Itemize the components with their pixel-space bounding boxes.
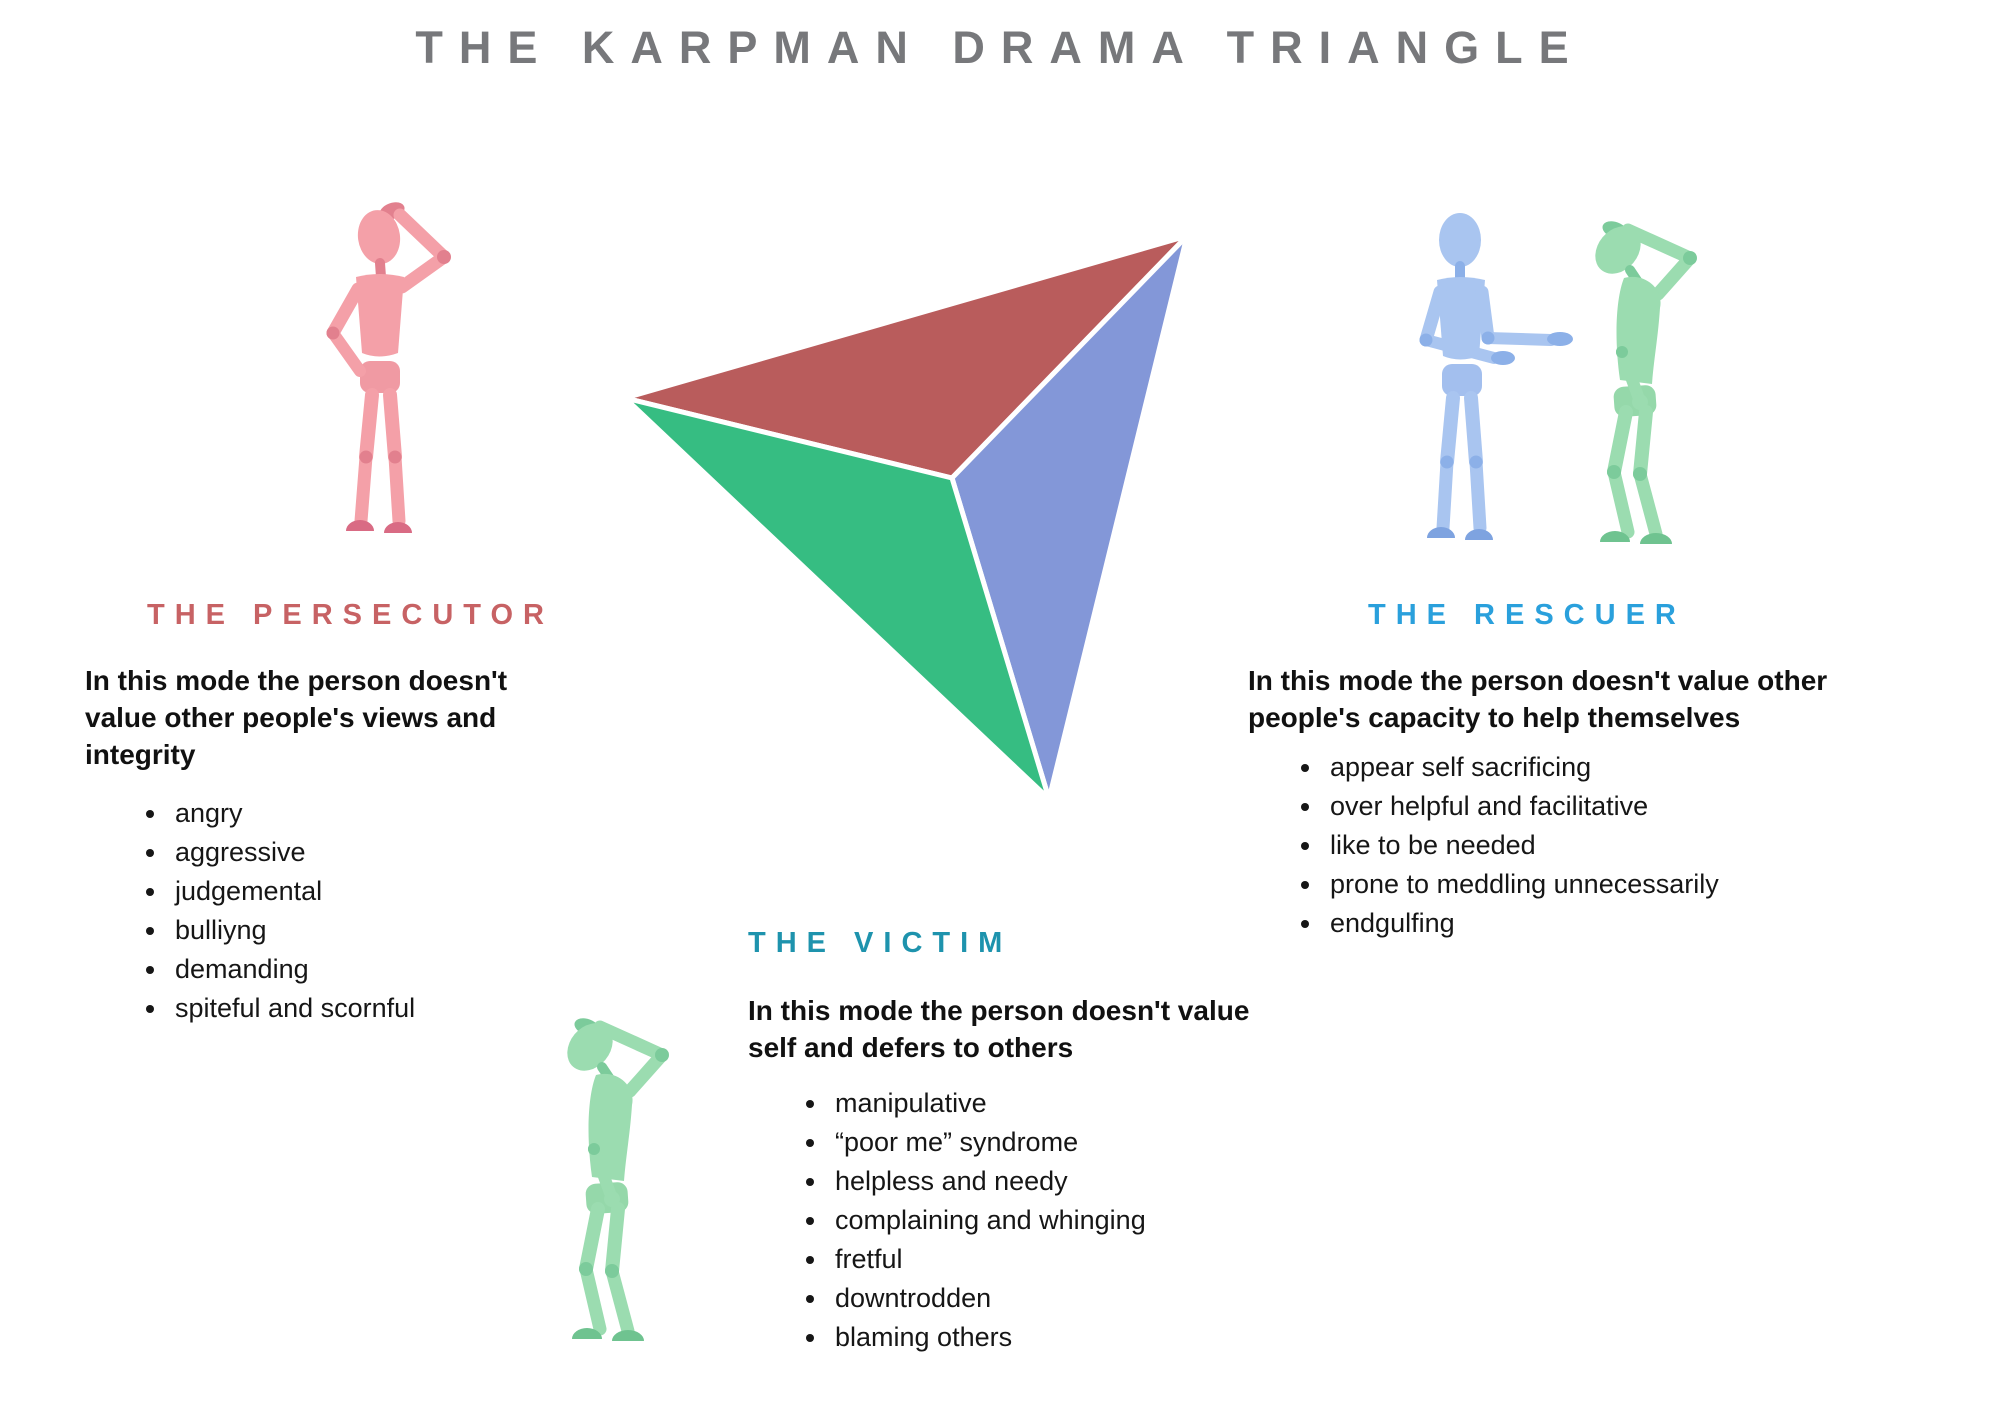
forearm-raised	[393, 208, 451, 264]
head	[1439, 213, 1481, 267]
rescuer-bullet: appear self sacrificing	[1324, 748, 1719, 787]
rescuer-bullet: like to be needed	[1324, 826, 1719, 865]
upper-arm-right	[1475, 285, 1495, 345]
victim-bullet: “poor me” syndrome	[829, 1123, 1146, 1162]
victim-bullet-list: manipulative “poor me” syndrome helpless…	[793, 1084, 1146, 1357]
rescuer-bullet: prone to meddling unnecessarily	[1324, 865, 1719, 904]
foot-left	[1427, 527, 1455, 538]
rescuer-description: In this mode the person doesn't value ot…	[1248, 665, 1828, 733]
knee-joint	[359, 450, 373, 464]
persecutor-bullet: bulliyng	[169, 911, 415, 950]
rescuer-bullet: endgulfing	[1324, 904, 1719, 943]
torso	[1437, 277, 1485, 360]
green-mannequin-icon	[558, 1014, 669, 1341]
victim-bullet: fretful	[829, 1240, 1146, 1279]
persecutor-heading: THE PERSECUTOR	[147, 599, 554, 631]
rescuer-heading: THE RESCUER	[1368, 599, 1686, 631]
victim-mannequin-figure	[540, 985, 690, 1370]
rescuer-bullet: over helpful and facilitative	[1324, 787, 1719, 826]
calf-right	[1469, 455, 1487, 535]
thigh-left	[1440, 391, 1460, 469]
hand	[1547, 332, 1573, 346]
victim-bullet: complaining and whinging	[829, 1201, 1146, 1240]
calf-left	[354, 450, 373, 528]
knee-joint	[388, 450, 402, 464]
victim-bullet: helpless and needy	[829, 1162, 1146, 1201]
persecutor-bullet: angry	[169, 794, 415, 833]
upper-arm-hip	[326, 282, 365, 340]
forearm-hip	[327, 327, 366, 377]
elbow-joint	[437, 250, 451, 264]
green-mannequin-icon	[1586, 217, 1697, 544]
knee-joint	[1440, 455, 1454, 469]
upper-arm-left	[1419, 285, 1447, 347]
forearm-right	[1482, 332, 1557, 346]
calf-left	[1436, 455, 1454, 535]
elbow-joint	[1419, 333, 1433, 347]
torso	[356, 274, 404, 357]
forearm-left	[1420, 334, 1500, 364]
persecutor-bullet: demanding	[169, 950, 415, 989]
triangle-face-victim	[622, 395, 1052, 802]
victim-description: In this mode the person doesn't value se…	[748, 995, 1250, 1063]
persecutor-description: In this mode the person doesn't value ot…	[85, 665, 508, 770]
pink-mannequin-icon	[326, 202, 451, 533]
head	[357, 210, 401, 264]
victim-bullet: downtrodden	[829, 1279, 1146, 1318]
drama-triangle-graphic	[622, 233, 1190, 802]
pelvis	[1442, 364, 1482, 396]
persecutor-bullet: aggressive	[169, 833, 415, 872]
foot-right	[384, 522, 412, 533]
persecutor-mannequin-figure	[326, 202, 451, 533]
foot-left	[346, 520, 374, 531]
knee-joint	[1469, 455, 1483, 469]
thigh-left	[359, 388, 379, 464]
thigh-right	[383, 388, 402, 464]
upper-arm-raised	[395, 250, 451, 294]
thigh-right	[1464, 391, 1483, 469]
elbow-joint	[1481, 331, 1495, 345]
elbow-joint	[326, 326, 340, 340]
rescuer-bullet-list: appear self sacrificing over helpful and…	[1288, 748, 1719, 943]
victim-heading: THE VICTIM	[748, 927, 1013, 959]
calf-right	[388, 450, 406, 528]
rescuer-mannequin-figures	[1419, 188, 1721, 578]
foot-right	[1465, 529, 1493, 540]
victim-bullet: manipulative	[829, 1084, 1146, 1123]
page-title: THE KARPMAN DRAMA TRIANGLE	[415, 22, 1585, 73]
blue-mannequin-icon	[1419, 213, 1573, 540]
persecutor-bullet: spiteful and scornful	[169, 989, 415, 1028]
persecutor-bullet-list: angry aggressive judgemental bulliyng de…	[133, 794, 415, 1028]
victim-bullet: blaming others	[829, 1318, 1146, 1357]
pelvis	[360, 361, 400, 393]
hand	[1491, 351, 1515, 365]
persecutor-bullet: judgemental	[169, 872, 415, 911]
